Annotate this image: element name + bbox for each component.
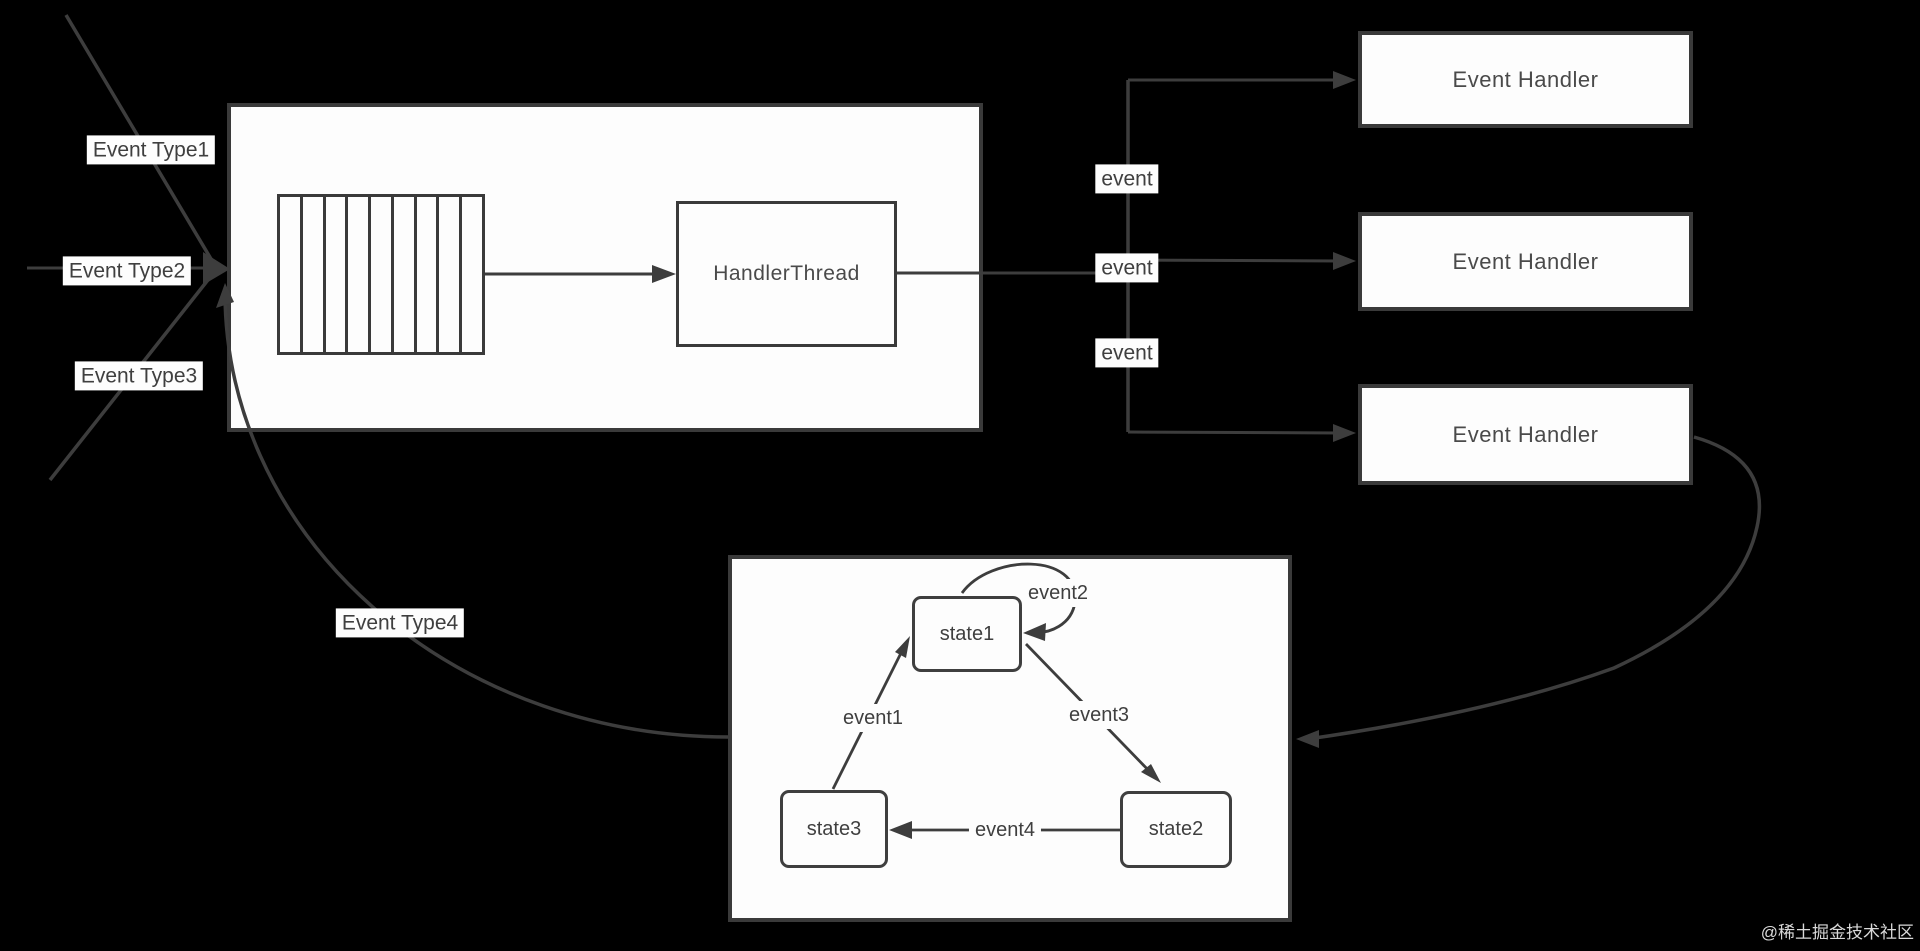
queue-cell <box>325 197 349 352</box>
event-type3-chip: Event Type3 <box>74 361 204 391</box>
state1-node: state1 <box>912 596 1022 672</box>
event-branch-2 <box>1127 258 1343 263</box>
event4-chip: event4 <box>968 816 1042 844</box>
branch2-arrowhead <box>1333 252 1356 270</box>
event-handler-box-3: Event Handler <box>1358 384 1693 485</box>
event-handler-label-1: Event Handler <box>1452 66 1599 92</box>
branch1-arrowhead <box>1333 71 1356 89</box>
event-edge-chip-3: event <box>1095 338 1159 368</box>
watermark-text: @稀土掘金技术社区 <box>1760 923 1914 942</box>
state3-label: state3 <box>806 817 862 840</box>
event-type4-chip: Event Type4 <box>335 608 465 638</box>
queue-cell <box>462 197 483 352</box>
event-type1-chip: Event Type1 <box>86 135 216 165</box>
event-handler-box-2: Event Handler <box>1358 212 1693 311</box>
queue-cell <box>280 197 303 352</box>
message-queue-cells <box>280 197 483 352</box>
event-handler-box-1: Event Handler <box>1358 31 1693 128</box>
handler-thread-box: HandlerThread <box>676 201 897 347</box>
queue-cell <box>302 197 326 352</box>
queue-cell <box>439 197 463 352</box>
statemachine-in-arrowhead <box>1296 730 1319 748</box>
state2-label: state2 <box>1148 818 1204 840</box>
queue-cell <box>348 197 372 352</box>
event-type2-chip: Event Type2 <box>62 256 192 286</box>
state3-node: state3 <box>780 790 888 868</box>
fan-arrowhead <box>203 252 230 285</box>
event-edge-chip-2: event <box>1095 253 1159 283</box>
event-handler-label-3: Event Handler <box>1452 421 1599 447</box>
queue-cell <box>416 197 440 352</box>
event3-chip: event3 <box>1062 701 1136 729</box>
event-handler-label-2: Event Handler <box>1452 248 1599 274</box>
state1-label: state1 <box>939 622 995 645</box>
event2-chip: event2 <box>1021 579 1095 607</box>
queue-cell <box>393 197 417 352</box>
event-edge-chip-1: event <box>1095 164 1159 194</box>
branch3-arrowhead <box>1333 424 1356 442</box>
event-branch-3 <box>1127 430 1343 435</box>
handler-thread-label: HandlerThread <box>713 262 860 285</box>
event1-chip: event1 <box>836 704 910 732</box>
queue-cell <box>371 197 394 352</box>
state2-node: state2 <box>1120 791 1232 868</box>
